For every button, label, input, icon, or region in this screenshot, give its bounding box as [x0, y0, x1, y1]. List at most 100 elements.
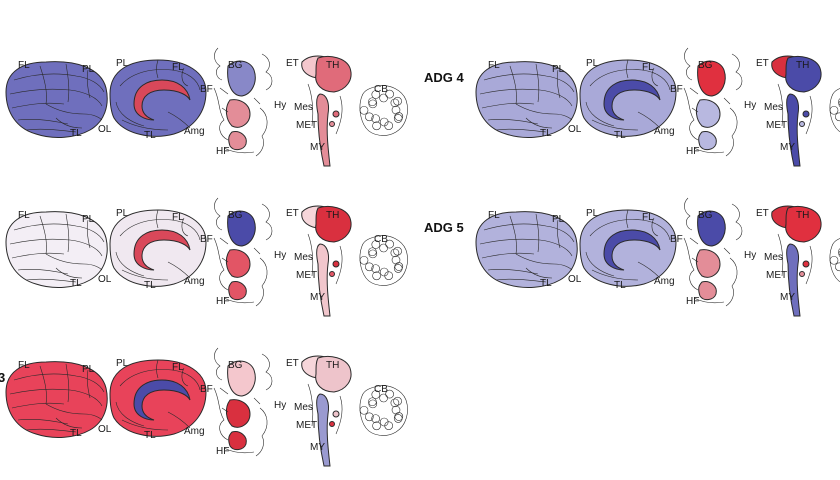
cerebellum: [829, 235, 840, 286]
label-th: TH: [326, 60, 339, 71]
label-et: ET: [756, 208, 769, 219]
medial-cortex: [579, 59, 677, 137]
label-hy: Hy: [274, 100, 286, 111]
label-my: MY: [310, 292, 325, 303]
label-fl: FL: [488, 60, 500, 71]
label-cb: CB: [374, 84, 388, 95]
label-bf: BF: [200, 384, 213, 395]
label-ol: OL: [568, 124, 582, 135]
label-ol: OL: [568, 274, 582, 285]
thalamus-region: [315, 55, 352, 93]
amygdala-region: [225, 99, 251, 128]
subcortical-slice: [213, 47, 273, 157]
label-mes: Mes: [294, 252, 313, 263]
label-tl: TL: [70, 428, 82, 439]
label-bf: BF: [670, 234, 683, 245]
basal-ganglia: [697, 60, 726, 97]
hippocampal-formation: [228, 281, 247, 301]
subcortical-slice: [683, 47, 743, 157]
label-hy: Hy: [274, 250, 286, 261]
label-met: MET: [296, 420, 317, 431]
label-hy: Hy: [744, 250, 756, 261]
label-et: ET: [286, 358, 299, 369]
thalamus-region: [315, 355, 352, 393]
medial-cortex: [579, 209, 677, 287]
basal-ganglia: [227, 210, 256, 247]
label-met: MET: [296, 270, 317, 281]
label-hy: Hy: [744, 100, 756, 111]
label-met: MET: [296, 120, 317, 131]
panel-title: ADG 5: [424, 220, 464, 235]
label-th: TH: [796, 60, 809, 71]
label-hf: HF: [216, 446, 229, 457]
label-bf: BF: [200, 234, 213, 245]
label-fl-medial: FL: [172, 62, 184, 73]
label-ol: OL: [98, 424, 112, 435]
label-fl: FL: [18, 210, 30, 221]
label-hf: HF: [216, 146, 229, 157]
label-fl: FL: [18, 60, 30, 71]
label-amg: Amg: [184, 126, 205, 137]
label-pl: PL: [552, 214, 565, 225]
label-th: TH: [796, 210, 809, 221]
subcortical-slice: [683, 197, 743, 307]
label-fl: FL: [488, 210, 500, 221]
label-hf: HF: [686, 296, 699, 307]
label-pl-medial: PL: [116, 208, 129, 219]
label-tl-medial: TL: [144, 130, 156, 141]
label-bg: BG: [228, 210, 243, 221]
label-mes: Mes: [294, 102, 313, 113]
label-bg: BG: [228, 360, 243, 371]
label-pl: PL: [82, 364, 95, 375]
label-pl: PL: [552, 64, 565, 75]
label-my: MY: [310, 142, 325, 153]
brainstem-region: [316, 393, 331, 467]
label-amg: Amg: [654, 276, 675, 287]
hippocampal-formation: [228, 431, 247, 451]
label-mes: Mes: [764, 102, 783, 113]
thalamus-region: [785, 205, 822, 243]
thalamus-region: [785, 55, 822, 93]
label-tl-medial: TL: [144, 430, 156, 441]
label-amg: Amg: [184, 276, 205, 287]
medial-cortex: [109, 59, 207, 137]
medial-cortex: [109, 359, 207, 437]
basal-ganglia: [227, 60, 256, 97]
cerebellum: [829, 85, 840, 136]
basal-ganglia: [697, 210, 726, 247]
brainstem-view: [301, 205, 352, 317]
label-fl-medial: FL: [642, 62, 654, 73]
brainstem-view: [301, 55, 352, 167]
label-bg: BG: [228, 60, 243, 71]
label-tl: TL: [540, 128, 552, 139]
label-mes: Mes: [294, 402, 313, 413]
label-mes: Mes: [764, 252, 783, 263]
label-amg: Amg: [184, 426, 205, 437]
label-hf: HF: [686, 146, 699, 157]
label-fl-medial: FL: [172, 362, 184, 373]
brainstem-region: [786, 243, 801, 317]
label-cb: CB: [374, 234, 388, 245]
label-et: ET: [286, 58, 299, 69]
label-tl-medial: TL: [144, 280, 156, 291]
amygdala-region: [695, 99, 721, 128]
label-pl: PL: [82, 64, 95, 75]
label-bf: BF: [670, 84, 683, 95]
label-pl-medial: PL: [586, 208, 599, 219]
label-bg: BG: [698, 210, 713, 221]
panel-title: 3: [0, 370, 5, 385]
brainstem-region: [786, 93, 801, 167]
label-my: MY: [780, 292, 795, 303]
thalamus-region: [315, 205, 352, 243]
amygdala-region: [695, 249, 721, 278]
basal-ganglia: [227, 360, 256, 397]
label-tl-medial: TL: [614, 130, 626, 141]
label-fl-medial: FL: [172, 212, 184, 223]
amygdala-region: [225, 399, 251, 428]
